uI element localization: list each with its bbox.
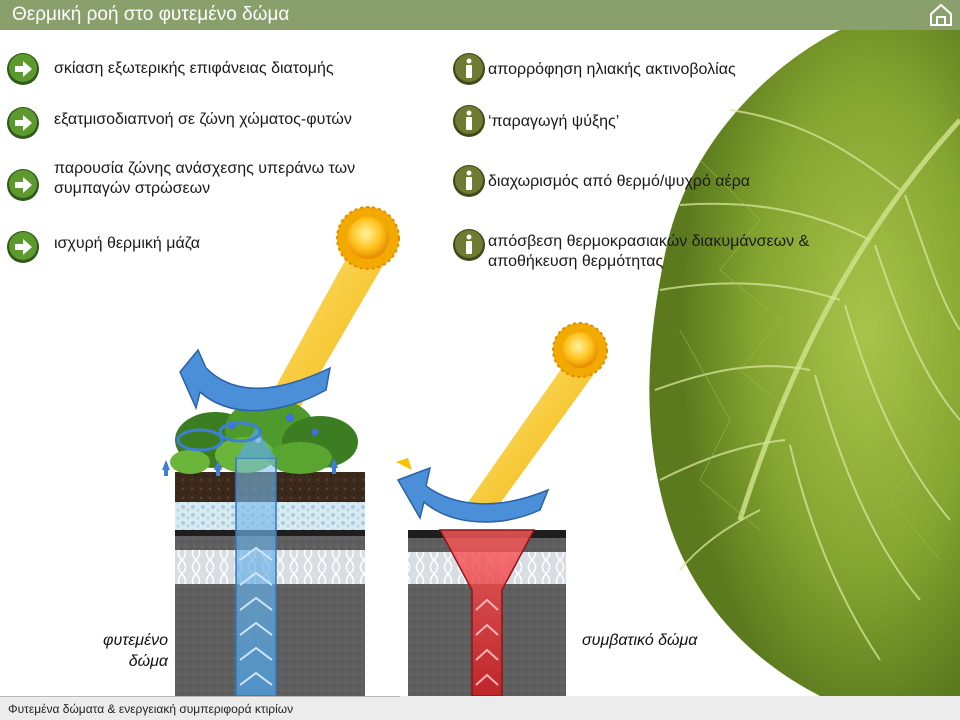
item-label: εξατμισοδιαπνοή σε ζώνη χώματος-φυτών [54,111,352,128]
item-label: απορρόφηση ηλιακής ακτινοβολίας [488,61,736,78]
item-label: σκίαση εξωτερικής επιφάνειας διατομής [54,60,334,77]
sun-icon [336,206,400,270]
green-roof-diagram [162,206,400,697]
list-item-buffer-zone: παρουσία ζώνης ανάσχεσης υπεράνω των συμ… [6,160,406,202]
list-item-air-separation: διαχωρισμός από θερμό/ψυχρό αέρα [452,164,872,198]
info-icon [453,53,485,85]
footer-bar [0,696,960,720]
air-flow-arrow [179,348,332,412]
info-icon [453,229,485,261]
footer-text: Φυτεμένα δώματα & ενεργειακή συμπεριφορά… [8,702,294,716]
item-label: απόσβεση θερμοκρασιακών διακυμάνσεων & α… [488,233,810,270]
sun-ray [464,362,594,520]
green-roof-caption: φυτεμένο δώμα [103,632,168,670]
green-arrow-icon [7,107,39,139]
list-item-cooling: ‘παραγωγή ψύξης’ [452,104,872,138]
item-label: ισχυρή θερμική μάζα [54,235,200,252]
info-icon [453,105,485,137]
conventional-roof-diagram [396,322,608,697]
list-item-evapotranspiration: εξατμισοδιαπνοή σε ζώνη χώματος-φυτών [6,106,406,140]
evaporation-arrows [162,458,338,476]
home-icon[interactable] [928,2,954,28]
list-item-shading: σκίαση εξωτερικής επιφάνειας διατομής [6,52,406,86]
footer-divider [0,696,400,697]
page-title: Θερμική ροή στο φυτεμένο δώμα [12,4,290,25]
item-label: ‘παραγωγή ψύξης’ [488,113,620,130]
sun-icon [552,322,608,378]
list-item-solar-absorption: απορρόφηση ηλιακής ακτινοβολίας [452,52,872,86]
conventional-roof-caption: συμβατικό δώμα [582,632,698,649]
list-item-damping: απόσβεση θερμοκρασιακών διακυμάνσεων & α… [452,228,872,272]
green-arrow-icon [7,231,39,263]
list-item-thermal-mass: ισχυρή θερμική μάζα [6,230,406,264]
item-label: παρουσία ζώνης ανάσχεσης υπεράνω των συμ… [54,160,356,197]
title-bar: Θερμική ροή στο φυτεμένο δώμα [0,0,960,30]
item-label: διαχωρισμός από θερμό/ψυχρό αέρα [488,173,751,190]
green-arrow-icon [7,53,39,85]
swirl-icon [176,428,224,452]
green-arrow-icon [7,169,39,201]
info-icon [453,165,485,197]
cool-flow-column [235,457,277,697]
air-flow-arrow [396,466,550,523]
